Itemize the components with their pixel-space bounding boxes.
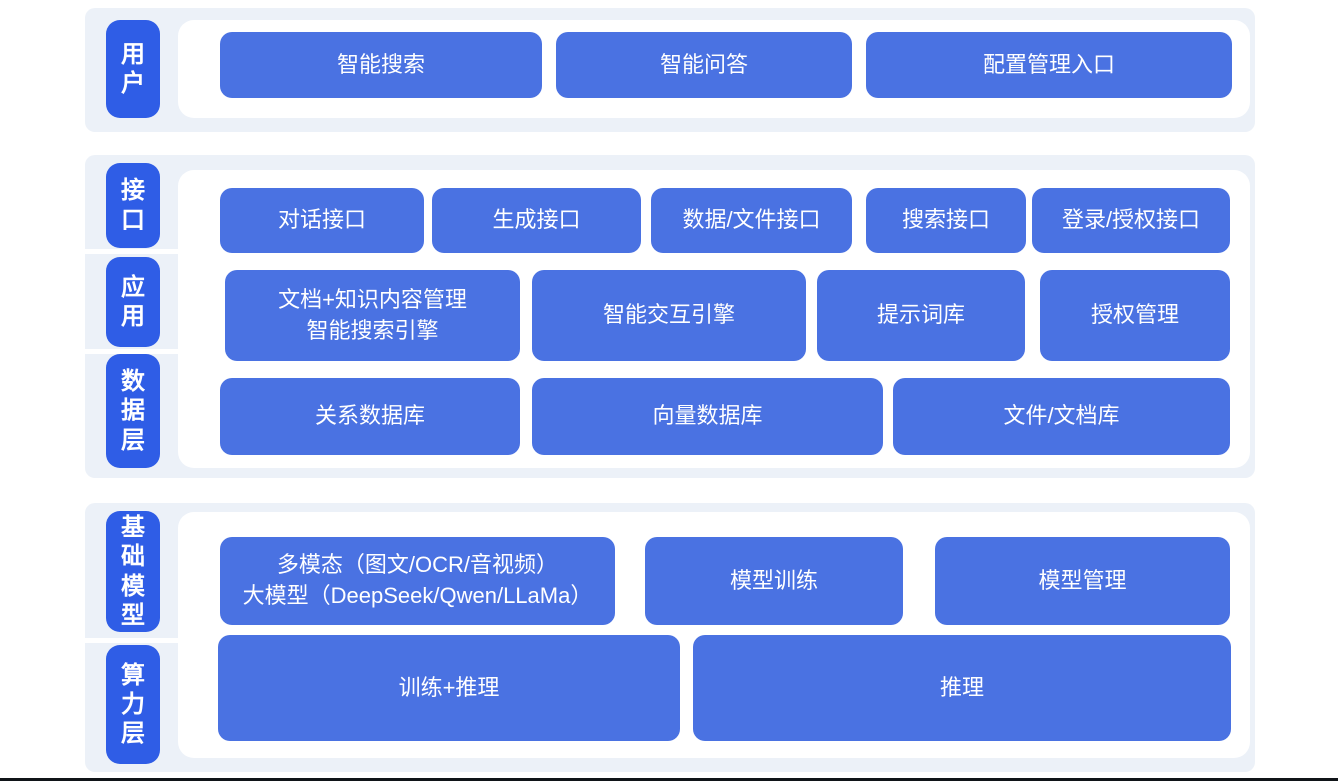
box-vector-db: 向量数据库 [532, 378, 883, 455]
box-doc-knowledge-search-engine: 文档+知识内容管理 智能搜索引擎 [225, 270, 520, 361]
box-training-inference: 训练+推理 [218, 635, 680, 741]
box-smart-qa: 智能问答 [556, 32, 852, 98]
layer-label-application: 应用 [106, 257, 160, 347]
bottom-border-line [0, 778, 1338, 781]
box-search-api: 搜索接口 [866, 188, 1026, 253]
box-model-training: 模型训练 [645, 537, 903, 625]
box-dialog-api: 对话接口 [220, 188, 424, 253]
layer-label-interface: 接口 [106, 163, 160, 248]
box-smart-search: 智能搜索 [220, 32, 542, 98]
box-data-file-api: 数据/文件接口 [651, 188, 852, 253]
box-relational-db: 关系数据库 [220, 378, 520, 455]
box-auth-management: 授权管理 [1040, 270, 1230, 361]
box-login-auth-api: 登录/授权接口 [1032, 188, 1230, 253]
box-multimodal-llm: 多模态（图文/OCR/音视频） 大模型（DeepSeek/Qwen/LLaMa） [220, 537, 615, 625]
box-interactive-engine: 智能交互引擎 [532, 270, 806, 361]
box-inference: 推理 [693, 635, 1231, 741]
box-file-doc-store: 文件/文档库 [893, 378, 1230, 455]
layer-label-compute: 算力层 [106, 645, 160, 764]
box-generation-api: 生成接口 [432, 188, 641, 253]
box-config-management-entry: 配置管理入口 [866, 32, 1232, 98]
band-divider-foundation-compute [85, 638, 178, 643]
box-prompt-library: 提示词库 [817, 270, 1025, 361]
layer-label-foundation-model: 基础模型 [106, 511, 160, 632]
band-divider-application-data [85, 349, 178, 354]
box-model-management: 模型管理 [935, 537, 1230, 625]
band-divider-interface-application [85, 249, 178, 254]
layer-label-user: 用户 [106, 20, 160, 118]
layer-label-data: 数据层 [106, 354, 160, 468]
